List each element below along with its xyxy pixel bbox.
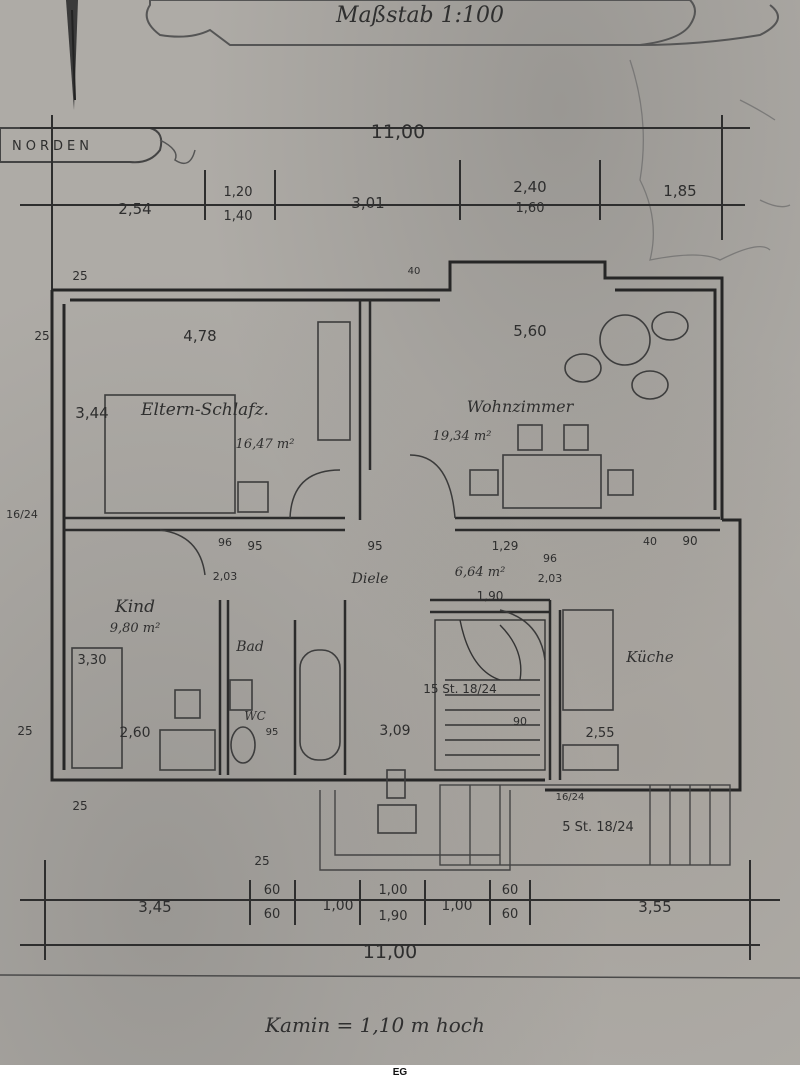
- wall-label: 3,09: [379, 723, 410, 739]
- outer-walls: [50, 260, 742, 792]
- bottom-total-dimension: 11,00: [363, 941, 417, 963]
- bottom-dimensions: [20, 860, 780, 960]
- room-child-name: Kind: [114, 597, 155, 617]
- floor-caption: EG: [392, 1067, 408, 1078]
- main-stair-label: 15 St. 18/24: [423, 682, 497, 696]
- top-segment-3: 1,85: [663, 182, 696, 200]
- room-hall-name: Diele: [351, 571, 389, 587]
- room-parents-bedroom-name: Eltern-Schlafz.: [140, 400, 269, 420]
- room-kitchen-name: Küche: [625, 648, 674, 666]
- interior-walls: [64, 300, 720, 780]
- wall-label: 25: [17, 724, 32, 738]
- wall-label: 16/24: [556, 792, 585, 803]
- furniture: [71, 311, 689, 834]
- top-stack-b-lower: 1,60: [516, 201, 545, 216]
- entry-stairs: [319, 784, 731, 871]
- top-stack-a-upper: 1,20: [224, 185, 253, 200]
- wall-label: 95: [367, 539, 382, 553]
- bottom-segment-2: 1,00: [322, 898, 353, 914]
- top-segment-1: 2,54: [118, 200, 151, 218]
- site-sketch: [629, 59, 791, 261]
- room-hall-area: 6,64 m²: [455, 565, 506, 580]
- north-arrow-icon: [66, 0, 78, 110]
- wall-label: 1,90: [477, 589, 504, 603]
- wall-label: 25: [34, 329, 49, 343]
- main-staircase: [434, 619, 546, 771]
- bottom-stack-a-upper: 60: [264, 883, 281, 898]
- top-total-dimension: 11,00: [371, 121, 425, 143]
- wall-label: 90: [682, 534, 697, 548]
- bottom-stack-a-lower: 60: [264, 907, 281, 922]
- wall-label: 2,03: [213, 570, 238, 583]
- bottom-stack-c-lower: 60: [502, 907, 519, 922]
- room-child-area: 9,80 m²: [110, 621, 161, 636]
- wall-label: 3,30: [78, 653, 107, 668]
- room-wc-name: WC: [244, 709, 266, 723]
- wall-label: 25: [254, 854, 269, 868]
- wall-label: 25: [72, 799, 87, 813]
- wall-label: 96: [543, 552, 557, 565]
- paper-fold-line: [0, 974, 800, 979]
- wall-label: 5,60: [513, 322, 546, 340]
- north-label: NORDEN: [12, 139, 93, 154]
- bottom-segment-1: 3,45: [138, 898, 171, 916]
- north-ribbon: NORDEN: [0, 127, 196, 165]
- entry-stair-label: 5 St. 18/24: [562, 820, 633, 835]
- wall-label: 4,78: [183, 327, 216, 345]
- wall-label: 16/24: [6, 508, 38, 521]
- top-dimensions: [20, 115, 750, 290]
- room-living-area: 19,34 m²: [433, 429, 492, 444]
- wall-label: 40: [643, 535, 657, 548]
- bottom-stack-c-upper: 60: [502, 883, 519, 898]
- bottom-segment-4: 3,55: [638, 898, 671, 916]
- footer-note: Kamin = 1,10 m hoch: [264, 1013, 485, 1037]
- wall-label: 1,29: [492, 539, 519, 553]
- top-stack-b-upper: 2,40: [513, 178, 546, 196]
- scale-banner: Maßstab 1:100: [145, 0, 779, 46]
- wall-label: 2,60: [119, 725, 150, 741]
- wall-label: 40: [408, 266, 421, 277]
- bottom-stack-b-lower: 1,90: [379, 909, 408, 924]
- wall-label: 90: [513, 715, 527, 728]
- room-living-name: Wohnzimmer: [467, 397, 575, 416]
- wall-label: 95: [247, 539, 262, 553]
- scale-label: Maßstab 1:100: [335, 3, 504, 28]
- bottom-stack-b-upper: 1,00: [379, 883, 408, 898]
- top-stack-a-lower: 1,40: [224, 209, 253, 224]
- wall-label: 2,55: [586, 726, 615, 741]
- door-swings: [159, 454, 546, 661]
- top-segment-2: 3,01: [351, 194, 384, 212]
- room-bath-name: Bad: [235, 639, 264, 655]
- wall-label: 95: [266, 727, 279, 738]
- wall-label: 25: [72, 269, 87, 283]
- interior-dimension-labels: 25 25 25 25 25 16/24 40 5,60 4,78 3,44 3…: [6, 266, 697, 868]
- bottom-segment-3: 1,00: [441, 898, 472, 914]
- wall-label: 96: [218, 536, 232, 549]
- room-parents-bedroom-area: 16,47 m²: [236, 437, 295, 452]
- wall-label: 2,03: [538, 572, 563, 585]
- wall-label: 3,44: [75, 404, 108, 422]
